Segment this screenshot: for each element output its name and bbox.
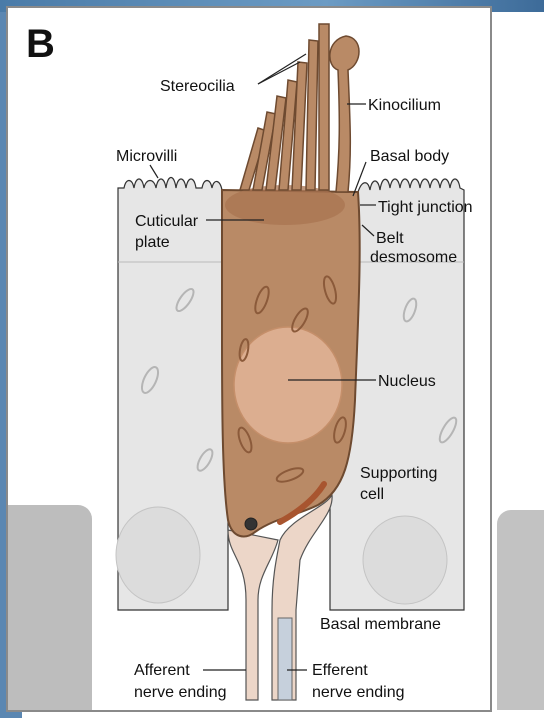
label-kinocilium: Kinocilium xyxy=(368,96,441,115)
label-basal-membrane: Basal membrane xyxy=(320,615,441,634)
synaptic-body xyxy=(245,518,257,530)
label-efferent-2: nerve ending xyxy=(312,683,405,702)
leader-microvilli xyxy=(150,165,158,178)
cuticular-plate xyxy=(225,185,345,225)
label-afferent-2: nerve ending xyxy=(134,683,227,702)
label-afferent-1: Afferent xyxy=(134,661,190,680)
efferent-axon-myelin xyxy=(278,618,292,700)
panel-letter: B xyxy=(26,22,55,67)
label-cuticular-plate-2: plate xyxy=(135,233,170,252)
label-belt-desmosome-1: Belt xyxy=(376,229,404,248)
supporting-cell-nucleus-right xyxy=(363,516,447,604)
label-supporting-cell-2: cell xyxy=(360,485,384,504)
kinocilium xyxy=(330,36,359,192)
label-cuticular-plate-1: Cuticular xyxy=(135,212,198,231)
label-nucleus: Nucleus xyxy=(378,372,436,391)
label-stereocilia: Stereocilia xyxy=(160,77,235,96)
label-basal-body: Basal body xyxy=(370,147,449,166)
hair-cell xyxy=(222,185,360,536)
label-supporting-cell-1: Supporting xyxy=(360,464,437,483)
label-efferent-1: Efferent xyxy=(312,661,368,680)
label-tight-junction: Tight junction xyxy=(378,198,473,217)
label-microvilli: Microvilli xyxy=(116,147,177,166)
hair-cell-nucleus xyxy=(234,327,342,443)
supporting-cell-nucleus-left xyxy=(116,507,200,603)
stereocilia-bundle xyxy=(240,24,359,192)
afferent-nerve-ending xyxy=(228,530,278,700)
stereocilium-6 xyxy=(306,40,318,190)
stereocilium-7 xyxy=(319,24,329,190)
label-belt-desmosome-2: desmosome xyxy=(370,248,457,267)
